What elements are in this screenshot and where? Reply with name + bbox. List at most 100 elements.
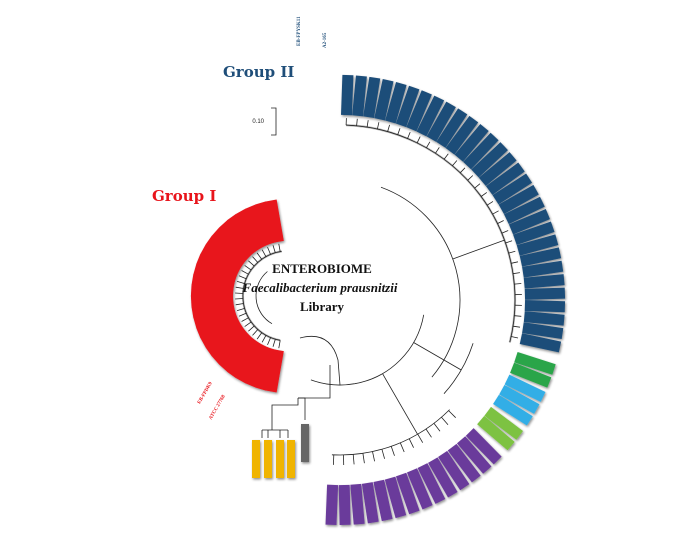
bar-purple-8 — [384, 476, 407, 519]
group2-leaf — [512, 325, 521, 328]
bar-purple-12 — [338, 484, 351, 526]
bar-group1-7 — [205, 323, 247, 357]
group2-leaf — [416, 136, 421, 144]
bar-group1-13 — [190, 285, 234, 299]
group2-leaf — [459, 167, 466, 174]
group2-leaf — [514, 283, 522, 285]
group1-leaf — [236, 308, 245, 311]
group-ii-label: Group II — [223, 63, 294, 81]
bar-group2-11 — [454, 123, 489, 162]
group2-leaf — [486, 201, 494, 206]
bar-group1-11 — [191, 299, 235, 318]
link-group1 — [299, 335, 341, 386]
bar-group2-26 — [524, 300, 566, 313]
bar-group1-12 — [190, 293, 234, 307]
group1-leaf — [267, 337, 271, 346]
bar-group2-24 — [523, 274, 565, 289]
bar-group2-20 — [513, 221, 555, 245]
group1-leaf — [261, 335, 267, 343]
bar-group2-9 — [436, 108, 468, 148]
purple-arc — [331, 409, 450, 456]
bar-group2-8 — [426, 101, 456, 142]
group2-leaf — [512, 272, 520, 275]
group1-leaf — [238, 275, 247, 280]
backbone-arc-1 — [380, 186, 461, 378]
group2-leaf — [480, 192, 488, 197]
bar-group1-20 — [219, 220, 256, 259]
bar-group1-25 — [265, 199, 284, 243]
group2-leaf — [377, 122, 380, 130]
bar-group2-13 — [471, 142, 508, 178]
strain-label-atcc-27768: ATCC 27768 — [209, 394, 227, 421]
strain-bars — [190, 74, 566, 526]
purple-leaf — [408, 438, 414, 448]
bar-green-0 — [514, 351, 556, 375]
bar-group1-10 — [193, 305, 237, 328]
group1-leaf — [252, 256, 259, 263]
bar-group1-0 — [265, 349, 284, 393]
bar-group2-27 — [523, 311, 565, 326]
backbone-spoke-1 — [452, 239, 505, 260]
bar-group2-29 — [519, 333, 562, 353]
bar-purple-7 — [395, 472, 420, 515]
group2-arc — [346, 124, 516, 343]
purple-leaf — [425, 428, 432, 438]
bar-lightblue-2 — [493, 394, 533, 426]
bar-group2-19 — [508, 209, 551, 235]
bar-group2-15 — [485, 162, 525, 196]
bar-group2-28 — [522, 322, 564, 340]
group1-leaf — [278, 243, 281, 252]
bar-purple-13 — [325, 484, 339, 526]
bar-group2-18 — [503, 196, 545, 225]
group1-leaf — [236, 281, 245, 284]
bar-purple-5 — [417, 463, 446, 504]
group2-leaf — [426, 141, 431, 149]
group1-leaf — [241, 270, 249, 275]
purple-leaf — [399, 442, 405, 453]
bar-purple-10 — [361, 482, 379, 524]
bar-group2-7 — [416, 95, 445, 137]
bar-group2-5 — [395, 85, 420, 128]
group2-leaf — [497, 220, 504, 224]
group1-leaf — [272, 245, 276, 253]
bar-purple-0 — [465, 428, 502, 465]
bar-group1-3 — [235, 341, 267, 384]
library-title-line2: Faecalibacterium prausnitzii — [242, 280, 398, 295]
bar-group2-12 — [463, 132, 499, 170]
bar-group1-6 — [211, 328, 251, 365]
group1-leaf — [248, 325, 255, 332]
scale-bar-label: 0.10 — [252, 119, 264, 125]
bar-green-1 — [510, 362, 552, 388]
bar-lightblue-0 — [504, 374, 546, 402]
group2-leaf — [511, 336, 519, 339]
yellow-link — [298, 365, 331, 399]
group2-leaf — [452, 160, 458, 167]
group1-leaf — [235, 292, 244, 294]
bar-group2-2 — [363, 76, 381, 119]
bar-group2-3 — [374, 79, 394, 121]
bar-purple-6 — [406, 468, 433, 510]
bar-group1-16 — [196, 253, 240, 281]
bar-group1-1 — [255, 347, 278, 391]
bar-group2-14 — [478, 152, 517, 187]
group1-leaf — [235, 298, 244, 300]
bar-group1-19 — [211, 227, 251, 264]
strain-label-eb-fpdk9: EB-FPDK9 — [197, 381, 214, 405]
bar-purple-1 — [456, 436, 492, 474]
bar-group2-0 — [341, 74, 354, 116]
group1-leaf — [261, 249, 267, 257]
group2-leaf — [501, 230, 509, 234]
backbone-arc-2 — [354, 314, 425, 385]
bar-group1-14 — [191, 274, 235, 293]
group2-leaf — [443, 153, 449, 160]
group-i-label: Group I — [152, 187, 216, 205]
group1-leaf — [256, 332, 263, 340]
group1-leaf — [256, 252, 263, 260]
bar-group1-23 — [245, 204, 272, 248]
bar-lightgreen-0 — [484, 406, 524, 440]
purple-leaf — [362, 453, 365, 464]
purple-leaf — [390, 446, 395, 456]
library-title-line3: Library — [300, 299, 345, 314]
bar-group1-2 — [245, 344, 272, 388]
bar-purple-4 — [428, 457, 458, 498]
